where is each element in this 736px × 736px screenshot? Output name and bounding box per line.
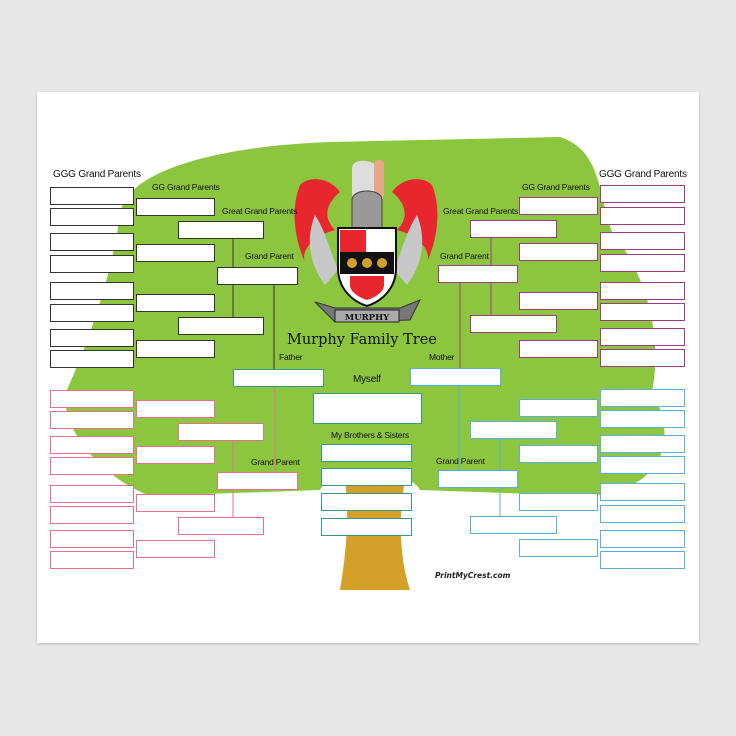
ggg-name-box: [50, 506, 134, 524]
gg-name-box: [136, 340, 215, 358]
label-ggg-right: GGG Grand Parents: [599, 169, 687, 180]
gg-name-box: [519, 399, 598, 417]
connector: [458, 386, 501, 516]
gg-name-box: [136, 198, 215, 216]
great-grand-name-box: [178, 517, 264, 535]
ggg-name-box: [600, 483, 685, 501]
ggg-name-box: [50, 411, 134, 429]
ggg-name-box: [600, 282, 685, 300]
ggg-name-box: [50, 551, 134, 569]
ggg-name-box: [600, 303, 685, 321]
label-grand-right-top: Grand Parent: [440, 251, 489, 261]
gg-name-box: [136, 494, 215, 512]
connector-lines: [232, 238, 501, 517]
connector: [232, 386, 276, 517]
gg-name-box: [519, 340, 598, 358]
great-grand-name-box: [178, 423, 264, 441]
label-grand-left-bottom: Grand Parent: [251, 457, 300, 467]
father-name-box: [233, 369, 324, 387]
great-grand-name-box: [178, 317, 264, 335]
grand-parent-name-box: [217, 267, 298, 285]
ggg-name-box: [600, 505, 685, 523]
ggg-name-box: [600, 207, 685, 225]
great-grand-name-box: [470, 516, 557, 534]
label-grand-left-top: Grand Parent: [245, 251, 294, 261]
ggg-name-box: [600, 328, 685, 346]
ggg-name-box: [50, 350, 134, 368]
ggg-name-box: [50, 187, 134, 205]
great-grand-name-box: [470, 220, 557, 238]
ggg-name-box: [50, 233, 134, 251]
label-mother: Mother: [429, 352, 455, 362]
gg-name-box: [136, 400, 215, 418]
label-gg-left: GG Grand Parents: [152, 182, 220, 192]
great-grand-name-box: [178, 221, 264, 239]
label-siblings: My Brothers & Sisters: [331, 430, 409, 440]
gg-name-box: [136, 446, 215, 464]
ggg-name-box: [50, 208, 134, 226]
crest-banner-text: MURPHY: [345, 313, 390, 323]
label-father: Father: [279, 352, 303, 362]
ggg-name-box: [600, 456, 685, 474]
label-grand-right-bottom: Grand Parent: [436, 456, 485, 466]
grand-parent-name-box: [438, 265, 518, 283]
connector: [232, 238, 275, 369]
gg-name-box: [519, 197, 598, 215]
gg-name-box: [519, 445, 598, 463]
gg-name-box: [519, 539, 598, 557]
gg-name-box: [519, 292, 598, 310]
ggg-name-box: [600, 389, 685, 407]
ggg-name-box: [50, 255, 134, 273]
ggg-name-box: [50, 390, 134, 408]
label-great-right: Great Grand Parents: [443, 206, 519, 216]
ggg-name-box: [600, 254, 685, 272]
gg-name-box: [519, 493, 598, 511]
ggg-name-box: [50, 457, 134, 475]
gg-name-box: [136, 540, 215, 558]
myself-name-box: [313, 393, 422, 424]
grand-parent-name-box: [438, 470, 518, 488]
label-myself: Myself: [353, 374, 381, 385]
sibling-name-box: [321, 518, 412, 536]
ggg-name-box: [600, 185, 685, 203]
label-ggg-left: GGG Grand Parents: [53, 169, 141, 180]
label-great-left: Great Grand Parents: [222, 206, 298, 216]
coat-of-arms-icon: [294, 160, 438, 323]
ggg-name-box: [600, 435, 685, 453]
gg-name-box: [136, 244, 215, 262]
ggg-name-box: [600, 349, 685, 367]
ggg-name-box: [50, 282, 134, 300]
gg-name-box: [519, 243, 598, 261]
grand-parent-name-box: [217, 472, 298, 490]
page-title: Murphy Family Tree: [287, 332, 437, 348]
gg-name-box: [136, 294, 215, 312]
ggg-name-box: [50, 329, 134, 347]
credit-text: PrintMyCrest.com: [435, 571, 511, 580]
label-gg-right: GG Grand Parents: [522, 182, 590, 192]
great-grand-name-box: [470, 421, 557, 439]
sibling-name-box: [321, 444, 412, 462]
mother-name-box: [410, 368, 501, 386]
sibling-name-box: [321, 493, 412, 511]
ggg-name-box: [50, 304, 134, 322]
ggg-name-box: [600, 551, 685, 569]
ggg-name-box: [50, 485, 134, 503]
great-grand-name-box: [470, 315, 557, 333]
ggg-name-box: [600, 232, 685, 250]
ggg-name-box: [50, 530, 134, 548]
ggg-name-box: [600, 530, 685, 548]
connector: [459, 238, 492, 368]
ggg-name-box: [600, 410, 685, 428]
ggg-name-box: [50, 436, 134, 454]
sibling-name-box: [321, 468, 412, 486]
